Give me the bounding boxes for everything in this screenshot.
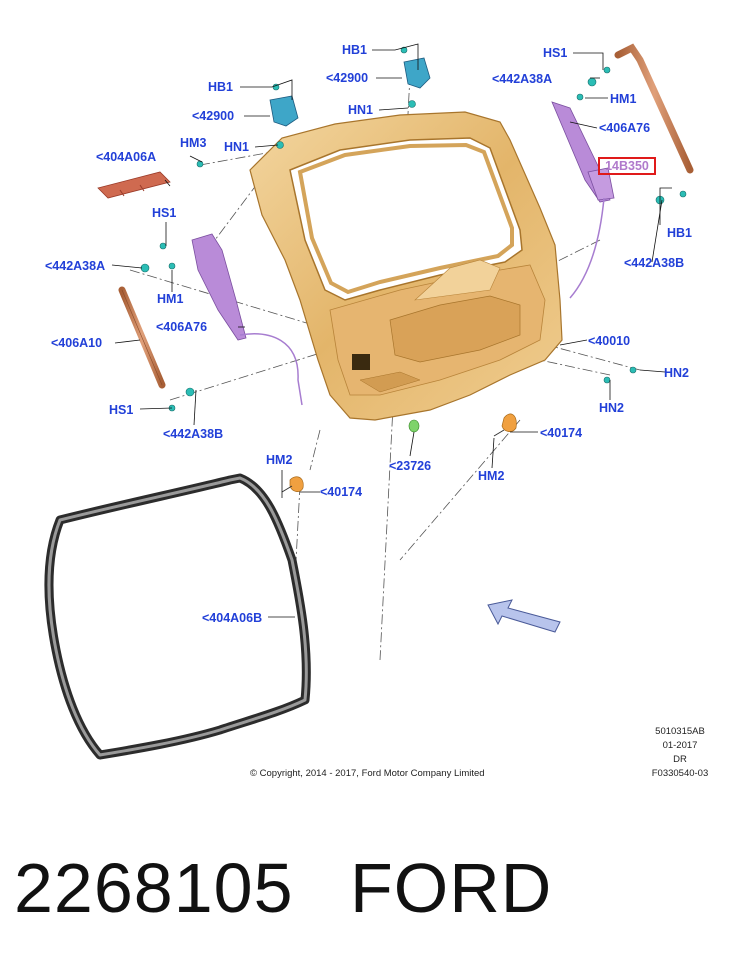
label-14b350-text: 14B350	[605, 159, 649, 173]
bump-stop-40174-left	[281, 476, 304, 493]
label-42900-left: <42900	[192, 109, 235, 123]
label-hm2-right: HM2	[478, 469, 505, 483]
brand-name: FORD	[350, 849, 553, 927]
label-406a76-left: <406A76	[156, 320, 208, 334]
hinge-top-left	[269, 83, 299, 149]
label-404a06b: <404A06B	[202, 611, 263, 625]
label-23726: <23726	[389, 459, 432, 473]
tailgate-panel	[249, 111, 563, 421]
label-hb1-right: HB1	[667, 226, 693, 240]
label-hm2-left: HM2	[266, 453, 293, 467]
drawing-figure-id: F0330540-03	[651, 768, 709, 779]
gas-strut-left	[118, 286, 166, 389]
label-hm1-left: HM1	[157, 292, 184, 306]
drawing-date: 01-2017	[662, 740, 698, 751]
label-442a38b-right: <442A38B	[624, 256, 685, 270]
copyright-notice: © Copyright, 2014 - 2017, Ford Motor Com…	[250, 768, 485, 779]
hinge-top-center	[400, 46, 431, 108]
label-442a38a-top-right: <442A38A	[492, 72, 553, 86]
label-406a76-right: <406A76	[599, 121, 651, 135]
label-hm1-right: HM1	[610, 92, 637, 106]
spoiler-404a06a-part	[97, 171, 171, 199]
part-number: 2268105	[14, 849, 294, 927]
callout-lines	[111, 43, 672, 618]
weatherstrip-seal-404a06b	[44, 473, 311, 760]
plug-23726	[408, 419, 420, 433]
label-hn2-right: HN2	[664, 366, 690, 380]
label-hn1-top: HN1	[348, 103, 374, 117]
trim-406a76-left	[191, 233, 303, 406]
label-442a38b-left: <442A38B	[163, 427, 224, 441]
label-hb1-top: HB1	[342, 43, 368, 57]
drawing-code: 5010315AB	[655, 726, 705, 737]
bump-stop-40174-right	[493, 413, 517, 437]
label-hn1-left: HN1	[224, 140, 250, 154]
label-404a06a: <404A06A	[96, 150, 157, 164]
label-40174-left: <40174	[320, 485, 363, 499]
drawing-type: DR	[673, 754, 687, 765]
label-14b350-highlighted: 14B350	[598, 157, 656, 175]
label-406a10: <406A10	[51, 336, 103, 350]
label-hs1-left: HS1	[152, 206, 177, 220]
label-hn2-lower: HN2	[599, 401, 625, 415]
label-40010: <40010	[588, 334, 631, 348]
trim-406a76-right	[551, 101, 615, 299]
label-42900-top: <42900	[326, 71, 369, 85]
label-hs1-bottom: HS1	[109, 403, 134, 417]
view-direction-arrow-icon	[487, 599, 561, 633]
gas-strut-right	[614, 43, 694, 174]
label-40174-right: <40174	[540, 426, 583, 440]
label-hm3: HM3	[180, 136, 207, 150]
label-hs1-top-right: HS1	[543, 46, 568, 60]
label-hb1-left: HB1	[208, 80, 234, 94]
label-442a38a-left: <442A38A	[45, 259, 106, 273]
